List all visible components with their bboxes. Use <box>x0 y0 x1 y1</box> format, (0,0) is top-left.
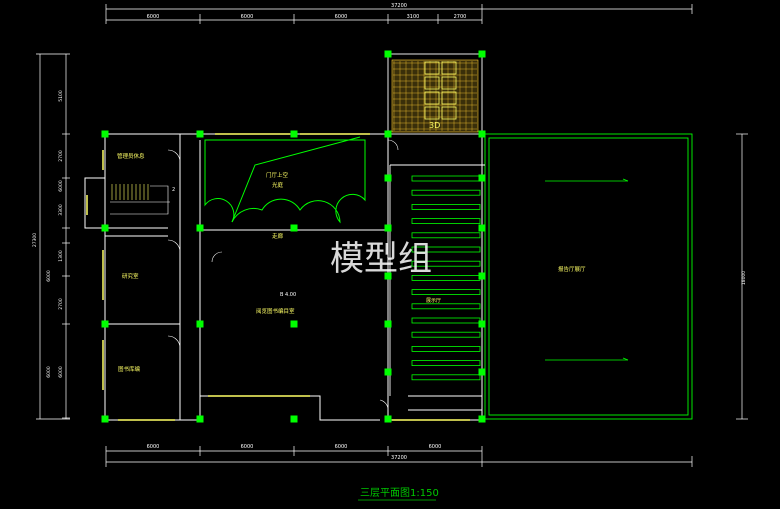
doors <box>167 139 399 411</box>
report-hall <box>484 133 693 420</box>
left-dim-8: 6000 <box>46 366 52 378</box>
column <box>196 130 204 138</box>
column <box>478 174 486 182</box>
column <box>101 224 109 232</box>
column <box>196 320 204 328</box>
column <box>290 320 298 328</box>
corridor-label: 走廊 <box>272 232 284 240</box>
column <box>478 320 486 328</box>
seat-row <box>411 345 481 352</box>
left-dim-6: 6000 <box>46 270 52 282</box>
seat-row <box>411 218 481 225</box>
top-dim-1: 6000 <box>147 14 160 20</box>
stair-mark: 2 <box>172 187 175 193</box>
top-dim-3: 6000 <box>335 14 348 20</box>
report-hall-label: 报告厅展厅 <box>558 265 586 273</box>
bottom-total-dim: 37200 <box>391 455 407 461</box>
column <box>384 272 392 280</box>
bottom-dim-4: 6000 <box>429 444 442 450</box>
column <box>384 50 392 58</box>
top-dim-4: 3100 <box>407 14 420 20</box>
seat-row <box>411 232 481 239</box>
right-dimension <box>736 133 748 420</box>
office-label: 管理员休息 <box>117 152 145 160</box>
column <box>478 368 486 376</box>
column <box>478 272 486 280</box>
seat-row <box>411 331 481 338</box>
top-dim-2: 6000 <box>241 14 254 20</box>
bottom-dim-2: 6000 <box>241 444 254 450</box>
top-dim-5: 2700 <box>454 14 467 20</box>
seat-row <box>411 175 481 182</box>
exhibit-walls <box>389 164 485 411</box>
column <box>196 224 204 232</box>
column <box>290 224 298 232</box>
reading-room-label: 阅览图书编目室 <box>256 307 295 315</box>
left-dimensions <box>36 53 70 420</box>
left-dim-2: 2700 <box>58 150 64 162</box>
elevation-mark: B 4.00 <box>280 292 296 298</box>
void-label: 门厅上空 <box>266 171 289 179</box>
column <box>384 415 392 423</box>
hall-arrows <box>545 178 629 361</box>
left-dim-1: 5100 <box>58 90 64 102</box>
left-total-dim: 27300 <box>32 233 38 247</box>
windows <box>86 133 470 421</box>
structural-columns <box>101 50 486 423</box>
bottom-dimensions <box>105 446 693 467</box>
toilet-block <box>387 53 483 135</box>
column <box>196 415 204 423</box>
seat-row <box>411 360 481 367</box>
top-dim-labels: 37200 6000 6000 6000 3100 2700 <box>147 3 467 20</box>
staircase <box>110 184 170 215</box>
column <box>384 224 392 232</box>
column <box>101 320 109 328</box>
toilet-mark: 3D <box>429 121 440 130</box>
top-total-dim: 37200 <box>391 3 407 9</box>
watermark: 模型组 <box>330 239 432 279</box>
left-dim-5: 1300 <box>58 250 64 262</box>
column <box>101 415 109 423</box>
seat-row <box>411 303 481 310</box>
column <box>101 130 109 138</box>
scale-text: 1:150 <box>410 488 439 499</box>
seat-row <box>411 374 481 381</box>
left-dim-9: 6000 <box>58 366 64 378</box>
exhibit-label: 展示厅 <box>426 298 441 304</box>
drawing-title: 三层平面图 1:150 <box>358 487 439 501</box>
seat-row <box>411 289 481 296</box>
column <box>384 368 392 376</box>
research-label: 研究室 <box>122 272 139 280</box>
column <box>384 130 392 138</box>
seat-row <box>411 317 481 324</box>
top-dimensions <box>105 4 693 24</box>
column <box>384 320 392 328</box>
seat-row <box>411 203 481 210</box>
column <box>478 415 486 423</box>
column <box>290 415 298 423</box>
left-dim-7: 2700 <box>58 298 64 310</box>
column <box>478 50 486 58</box>
right-total-dim: 18000 <box>741 271 747 285</box>
atrium-void <box>204 136 366 224</box>
left-dim-labels: 5100 2700 6000 3300 1300 6000 2700 6000 … <box>32 90 64 378</box>
column <box>478 130 486 138</box>
column <box>290 130 298 138</box>
bottom-dim-labels: 6000 6000 6000 6000 37200 <box>147 444 442 461</box>
left-dim-3: 6000 <box>58 180 64 192</box>
bottom-dim-1: 6000 <box>147 444 160 450</box>
void-sub-label: 光庭 <box>272 181 284 189</box>
seat-row <box>411 260 481 267</box>
seat-row <box>411 189 481 196</box>
title-text: 三层平面图 <box>360 487 410 499</box>
seat-row <box>411 246 481 253</box>
library-label: 图书库编 <box>118 365 141 373</box>
column <box>478 224 486 232</box>
bottom-dim-3: 6000 <box>335 444 348 450</box>
column <box>384 174 392 182</box>
left-dim-4: 3300 <box>58 204 64 216</box>
